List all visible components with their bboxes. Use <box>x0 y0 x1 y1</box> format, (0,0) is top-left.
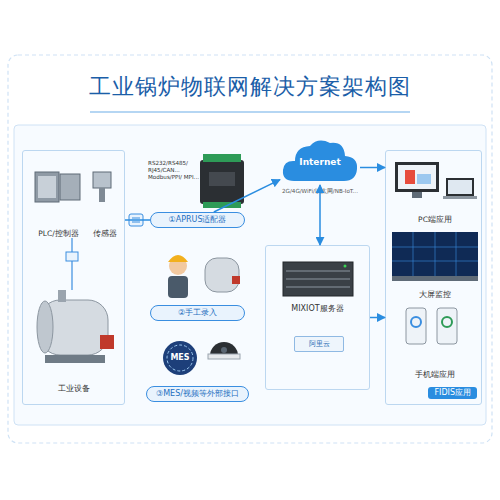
connector-arrow <box>214 180 280 212</box>
connector-arrow <box>370 317 385 319</box>
network-note: 2G/4G/WiFi/以太网/NB-IoT... <box>262 188 378 195</box>
application-panel: FIDIS应用 PC端应用大屏监控手机端应用 <box>385 150 482 405</box>
node-text: Internet <box>299 153 340 168</box>
node-text: ②手工录入 <box>178 308 217 318</box>
equipment-panel: 工业设备 PLC/控制器 传感器 <box>22 150 125 405</box>
interface-note: RS232/RS485/ RJ45/CAN... Modbus/PPI/ MPI… <box>148 160 200 181</box>
input-banner: ③MES/视频等外部接口 <box>146 386 249 402</box>
sensor-icon: 传感器 <box>87 166 123 238</box>
node-text: ①APRUS适配器 <box>169 215 227 225</box>
node-text: 传感器 <box>93 229 117 238</box>
node-text: 阿里云 <box>309 340 330 348</box>
server-panel: MIXIOT服务器阿里云 <box>265 245 370 390</box>
input-banner: ②手工录入 <box>150 305 245 321</box>
node-text: ③MES/视频等外部接口 <box>156 389 239 399</box>
pc-app: PC端应用 <box>391 158 479 224</box>
node-text: 工业设备 <box>58 384 90 394</box>
diagram-title: 工业锅炉物联网解决方案架构图 <box>20 72 480 102</box>
plc-icon: PLC/控制器 <box>31 166 86 238</box>
cloud-outline <box>283 141 357 181</box>
mobile-app: 手机端应用 <box>391 305 479 379</box>
node-text: FIDIS应用 <box>428 387 477 399</box>
mes-icon-text: MES <box>163 353 197 363</box>
cloud-host-box: 阿里云 <box>294 336 344 352</box>
internet-cloud: Internet <box>280 135 360 185</box>
node-text: PLC/控制器 <box>38 229 78 238</box>
connector-arrow <box>125 219 150 221</box>
screen-monitor: 大屏监控 <box>391 229 479 299</box>
node-text: 手机端应用 <box>415 370 455 379</box>
connector-arrow <box>360 167 385 169</box>
node-text: 大屏监控 <box>419 290 451 299</box>
node-text: MIXIOT服务器 <box>291 304 343 314</box>
node-text: PC端应用 <box>418 215 452 224</box>
input-banner: ①APRUS适配器 <box>150 212 245 228</box>
